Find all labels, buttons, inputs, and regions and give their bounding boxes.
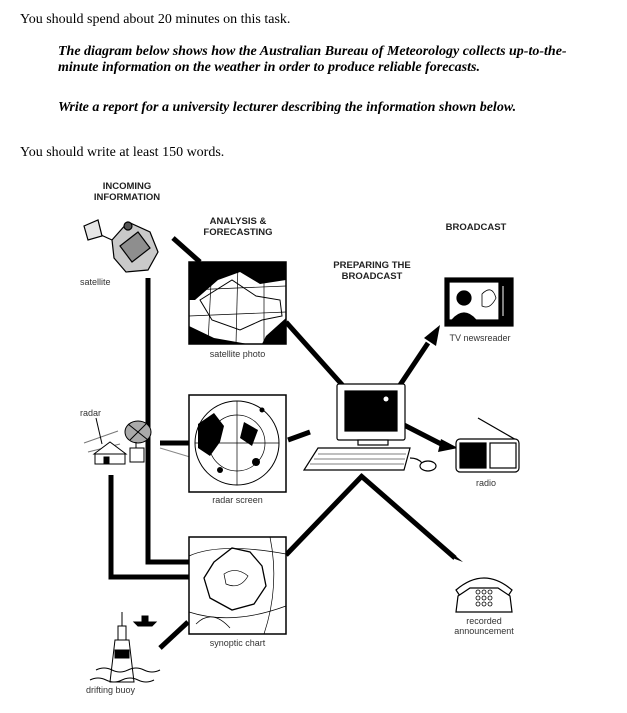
satellite-photo-panel xyxy=(188,261,287,345)
heading-preparing-line2: BROADCAST xyxy=(341,271,403,282)
heading-incoming-line2: INFORMATION xyxy=(93,192,161,203)
synoptic-chart-panel xyxy=(188,536,287,635)
heading-preparing-line1: PREPARING THE xyxy=(333,260,411,271)
label-satellite-photo: satellite photo xyxy=(209,349,266,359)
heading-analysis-line2: FORECASTING xyxy=(203,227,273,238)
heading-analysis-line1: ANALYSIS & xyxy=(209,216,267,227)
task-instruction: You should spend about 20 minutes on thi… xyxy=(20,12,291,27)
satellite-icon xyxy=(83,219,159,273)
task-description: The diagram below shows how the Australi… xyxy=(58,44,567,75)
heading-incoming-line1: INCOMING xyxy=(102,181,152,192)
heading-broadcast: BROADCAST xyxy=(445,222,507,233)
label-synoptic-chart: synoptic chart xyxy=(209,638,266,648)
telephone-icon xyxy=(455,577,513,613)
heading-preparing-broadcast: PREPARING THE BROADCAST xyxy=(320,260,424,282)
radar-screen-panel xyxy=(188,394,287,493)
label-radar: radar xyxy=(80,408,102,418)
label-radar-screen: radar screen xyxy=(212,495,263,505)
computer-icon xyxy=(302,383,437,472)
label-recorded-line2: announcement xyxy=(454,626,514,636)
label-radio: radio xyxy=(475,478,496,488)
label-recorded-line1: recorded xyxy=(466,616,502,626)
label-tv-newsreader: TV newsreader xyxy=(449,333,511,343)
radio-icon xyxy=(455,417,520,473)
label-recorded-announcement: recorded announcement xyxy=(436,616,532,636)
buoy-icon xyxy=(89,612,161,683)
label-satellite: satellite xyxy=(80,277,111,287)
heading-analysis-forecasting: ANALYSIS & FORECASTING xyxy=(190,216,286,238)
connector-lines xyxy=(108,236,457,650)
heading-incoming-information: INCOMING INFORMATION xyxy=(82,181,172,203)
label-drifting-buoy: drifting buoy xyxy=(86,685,136,695)
task-report-prompt: Write a report for a university lecturer… xyxy=(58,100,517,115)
task-min-words: You should write at least 150 words. xyxy=(20,145,225,160)
arrowheads xyxy=(424,325,463,562)
tv-icon xyxy=(444,277,514,327)
